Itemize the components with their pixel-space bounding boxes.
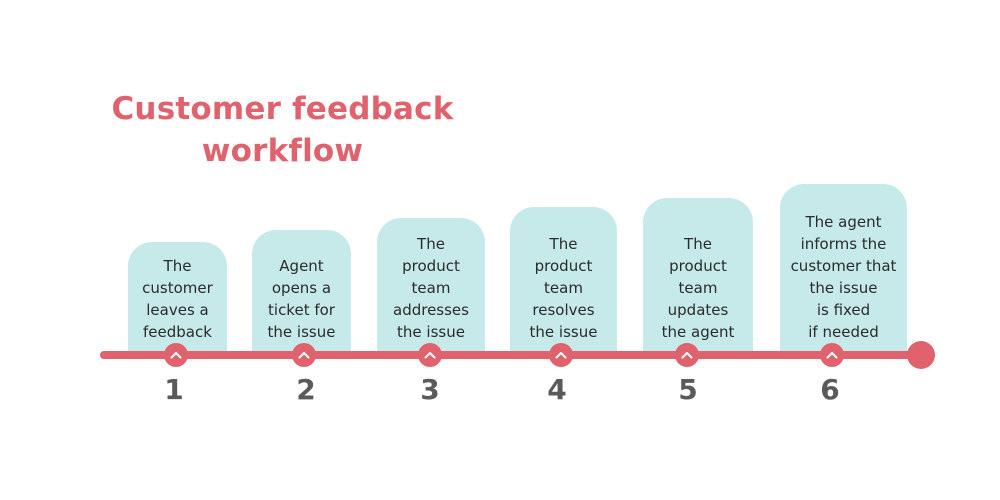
step-marker-5 [675,343,699,367]
step-number-3: 3 [420,373,440,406]
step-text-5: The product team updates the agent [661,235,735,341]
step-number-5: 5 [678,373,698,406]
step-text-1: The customer leaves a feedback [142,257,213,341]
chevron-up-icon [681,352,693,359]
step-text-6: The agent informs the customer that the … [790,213,897,341]
title-line-2: workflow [201,133,364,169]
chevron-up-icon [298,352,310,359]
step-card-5: The product team updates the agent [643,198,753,353]
step-marker-2 [292,343,316,367]
step-card-1: The customer leaves a feedback [128,242,227,353]
timeline-end-dot [907,341,935,369]
chevron-up-icon [424,352,436,359]
step-card-3: The product team addresses the issue [377,218,485,353]
step-card-4: The product team resolves the issue [510,207,617,353]
chevron-up-icon [826,352,838,359]
chevron-up-icon [555,352,567,359]
step-text-3: The product team addresses the issue [393,235,469,341]
diagram-title: Customer feedback workflow [100,88,465,172]
step-number-2: 2 [296,373,316,406]
step-marker-4 [549,343,573,367]
step-marker-6 [820,343,844,367]
step-card-6: The agent informs the customer that the … [780,184,907,353]
timeline-line [100,351,930,359]
step-marker-3 [418,343,442,367]
step-card-2: Agent opens a ticket for the issue [252,230,351,353]
chevron-up-icon [170,352,182,359]
step-text-4: The product team resolves the issue [529,235,598,341]
step-number-4: 4 [547,373,567,406]
step-number-1: 1 [164,373,184,406]
step-text-2: Agent opens a ticket for the issue [267,257,336,341]
step-marker-1 [164,343,188,367]
title-line-1: Customer feedback [111,91,454,127]
step-number-6: 6 [820,373,840,406]
